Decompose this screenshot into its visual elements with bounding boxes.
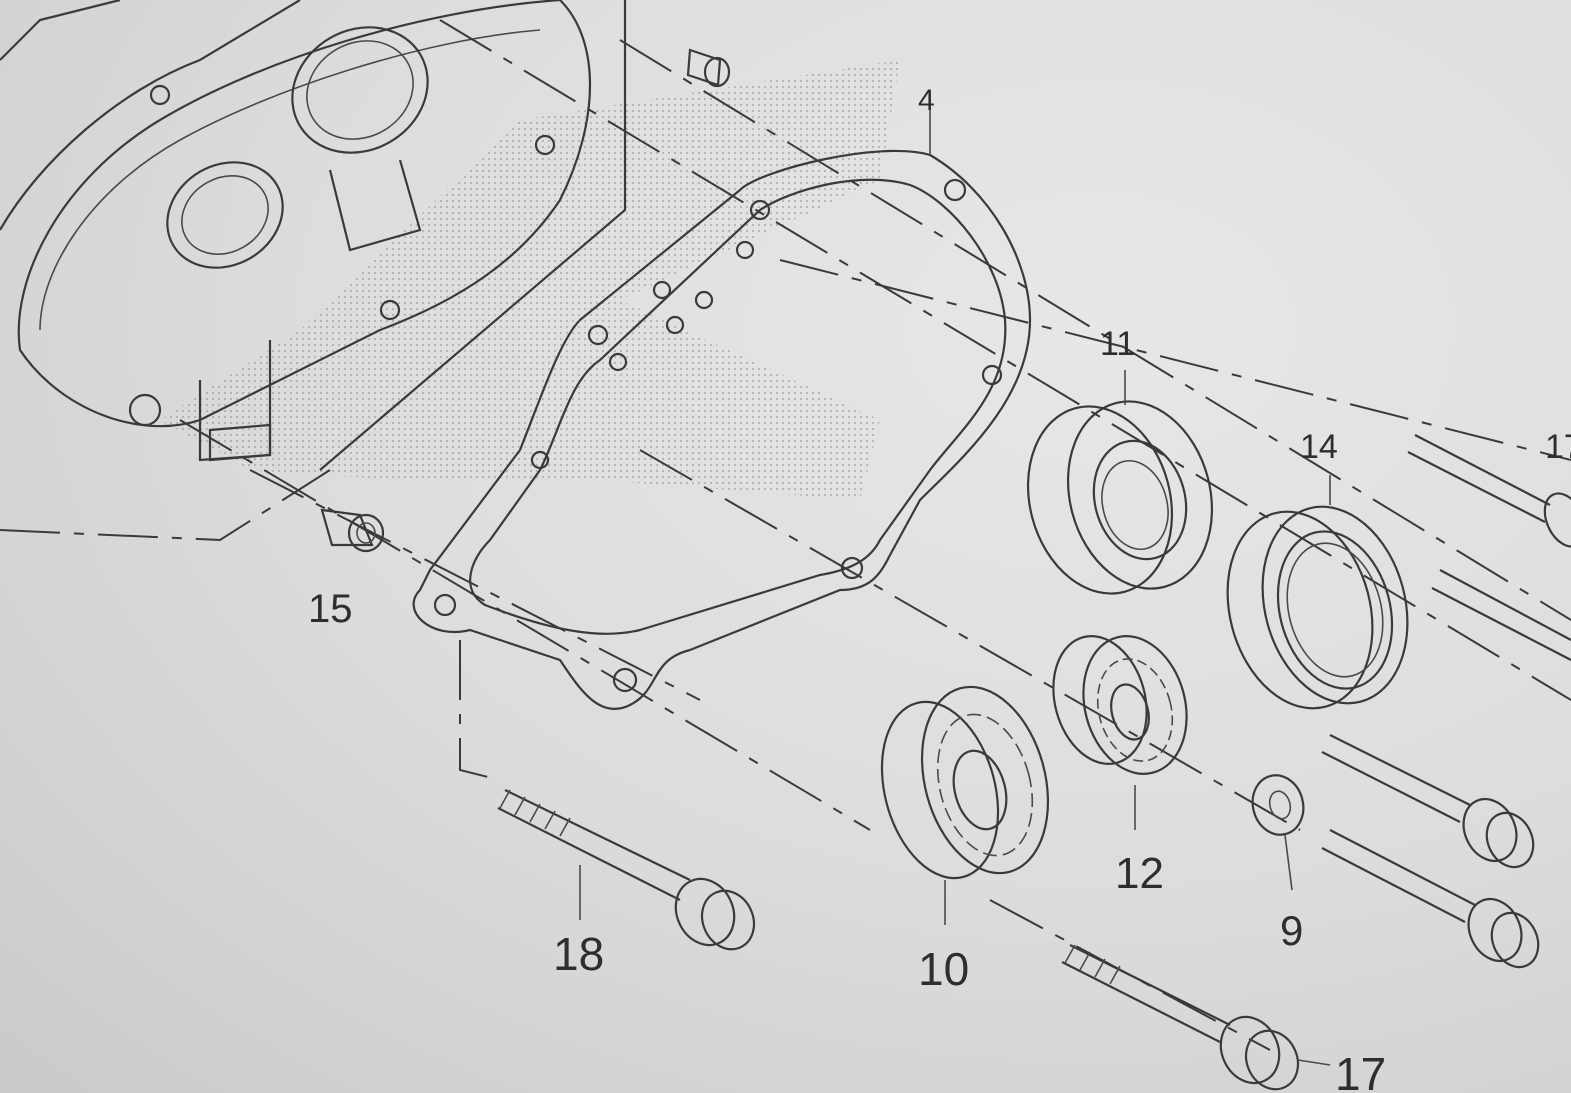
bolt-right-3 bbox=[1431, 569, 1571, 661]
oil-seal-14 bbox=[1226, 475, 1409, 710]
dowel-pin-15 bbox=[320, 508, 385, 553]
dowel-pin-top bbox=[686, 48, 731, 88]
label-15: 15 bbox=[308, 587, 353, 631]
guide-lines bbox=[0, 19, 1571, 1051]
bearing-12 bbox=[1052, 635, 1188, 830]
bolt-right-2 bbox=[1321, 829, 1540, 969]
bolt-17-top bbox=[1407, 434, 1571, 548]
crankcase-housing bbox=[0, 0, 627, 471]
bolt-18 bbox=[497, 789, 756, 951]
washer-9 bbox=[1251, 774, 1305, 891]
label-10: 10 bbox=[918, 943, 969, 995]
callout-labels: 4 11 14 15 18 10 12 9 17 17 bbox=[308, 84, 1571, 1093]
label-17-top: 17 bbox=[1545, 428, 1571, 466]
label-11: 11 bbox=[1100, 325, 1135, 363]
bolt-right-1 bbox=[1321, 734, 1535, 869]
bolt-17-bottom bbox=[1061, 944, 1331, 1091]
label-17-bottom: 17 bbox=[1335, 1048, 1386, 1093]
gasket-4 bbox=[412, 95, 1032, 711]
bearing-10 bbox=[880, 685, 1050, 925]
label-9: 9 bbox=[1280, 907, 1303, 954]
label-12: 12 bbox=[1115, 849, 1164, 898]
label-14: 14 bbox=[1300, 428, 1338, 466]
shading bbox=[160, 60, 900, 500]
oil-seal-11 bbox=[1026, 370, 1214, 595]
label-18: 18 bbox=[553, 928, 604, 980]
label-4: 4 bbox=[918, 84, 935, 117]
